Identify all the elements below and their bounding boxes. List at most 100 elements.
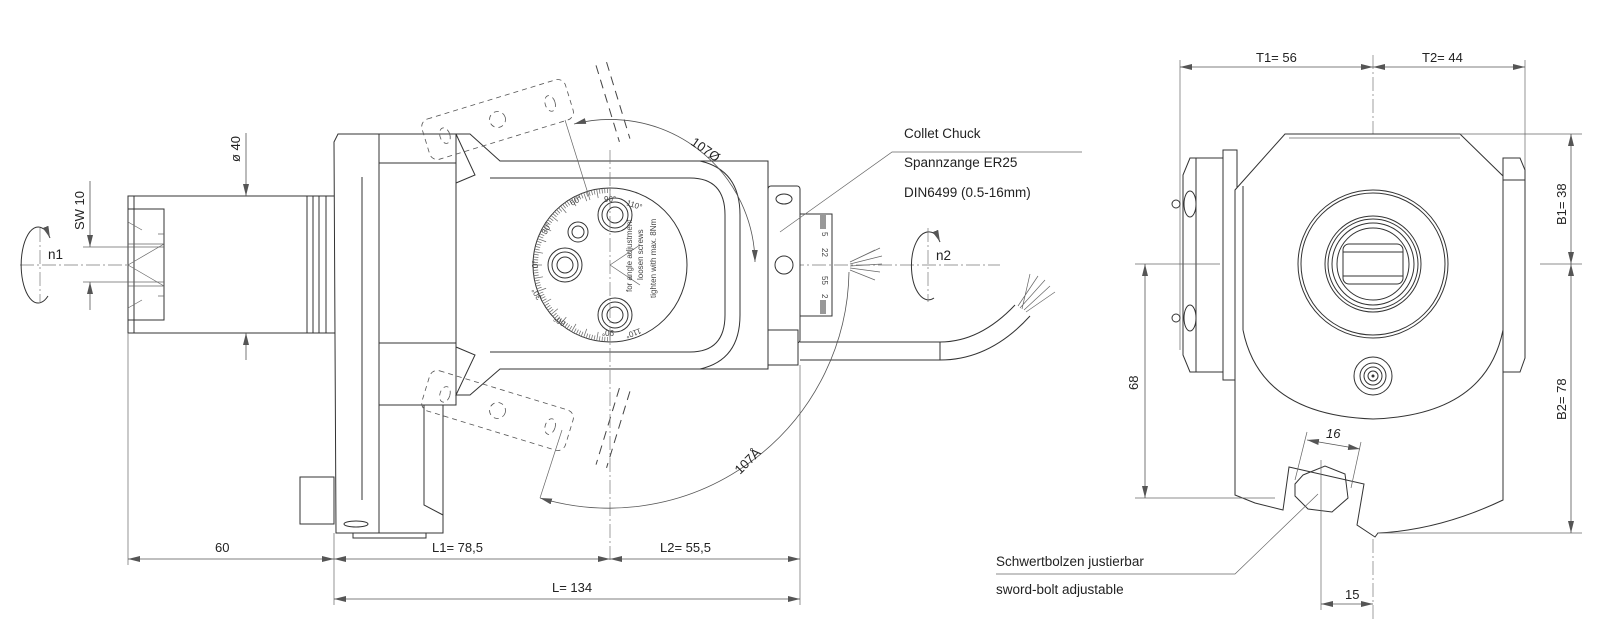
dial-tick	[545, 221, 551, 226]
dial-tick	[564, 323, 568, 328]
dial-tick	[538, 291, 544, 295]
dial-tick	[533, 272, 539, 274]
dial-tick	[552, 312, 557, 317]
dial-tick	[537, 287, 547, 292]
collet-label-din: DIN6499 (0.5-16mm)	[904, 185, 1031, 200]
collet-label-en: Collet Chuck	[904, 126, 981, 141]
dial-tick	[547, 219, 552, 223]
plate-mark: 5	[820, 232, 829, 237]
front-view: T1= 56 T2= 44	[996, 50, 1582, 620]
dial-tick	[585, 333, 589, 339]
dial-tick	[568, 325, 573, 331]
sword-bolt	[1294, 460, 1349, 610]
collet-spindle	[127, 195, 336, 334]
dial-tick	[540, 296, 546, 300]
dial-tick	[596, 331, 599, 341]
dim-b2-label: B2= 78	[1554, 378, 1569, 420]
output-plate: 5 22 55 2	[767, 185, 833, 366]
dial-screw-icon	[597, 297, 633, 333]
rotation-n2-label: n2	[936, 248, 951, 263]
dial-tick	[535, 243, 541, 246]
dim-diameter-label: ø 40	[228, 136, 243, 162]
dim-t1-label: T1= 56	[1256, 50, 1297, 65]
dial-label: 0°	[531, 260, 540, 268]
dial-tick	[534, 279, 540, 282]
dial-tick	[535, 282, 541, 284]
dial-tick	[566, 200, 571, 206]
dial-tick	[535, 284, 541, 287]
dial-tick	[593, 335, 596, 341]
dial-tick	[543, 226, 552, 232]
dial-tick	[539, 293, 545, 297]
collet-leader-line	[779, 151, 1082, 233]
sword-bolt-leader-line	[996, 493, 1319, 575]
dial-tick	[549, 309, 554, 313]
dial-label: 90°	[602, 328, 614, 337]
dim-68-label: 68	[1126, 376, 1141, 390]
dial-tick	[562, 321, 566, 326]
dial-tick	[533, 256, 539, 258]
dial-tick	[543, 298, 552, 304]
angle-lower-label: 107Å	[732, 445, 764, 477]
rotation-n2-icon	[910, 228, 941, 302]
dial-tick	[544, 302, 550, 307]
dial-tick	[545, 304, 551, 309]
angle-upper-label: 107Ø	[688, 134, 723, 165]
rotation-n1-label: n1	[48, 247, 63, 262]
spindle-face	[1297, 189, 1449, 339]
dim-60-label: 60	[215, 540, 229, 555]
dial-tick	[536, 286, 542, 290]
dial-tick	[549, 217, 554, 221]
dial-tick	[591, 334, 593, 340]
dial-tick	[556, 209, 561, 214]
dial-tick	[544, 223, 550, 228]
dim-15-label: 15	[1345, 587, 1359, 602]
dial-tick	[573, 328, 577, 334]
dial-tick	[534, 251, 544, 254]
dim-t2-label: T2= 44	[1422, 50, 1463, 65]
dim-l-label: L= 134	[552, 580, 592, 595]
dial-tick	[547, 307, 552, 311]
dial-tick	[538, 235, 544, 239]
dial-tick	[588, 334, 591, 340]
dial-tick	[601, 336, 603, 342]
dial-instruction: tighten with max. 8Nm	[649, 219, 658, 298]
dial-tick	[539, 233, 545, 237]
length-dimensions	[127, 333, 801, 605]
dial-tick	[554, 314, 559, 319]
dim-16-label: 16	[1326, 426, 1341, 441]
side-view: n1 ø 40 SW 10	[20, 62, 1082, 605]
dial-screw-icon	[547, 247, 583, 283]
plate-mark: 55	[820, 276, 829, 285]
dial-tick	[575, 329, 579, 335]
side-block-right	[1502, 157, 1526, 373]
dial-tick	[540, 230, 546, 234]
cable	[800, 273, 1056, 361]
sword-bolt-label-de: Schwertbolzen justierbar	[996, 554, 1144, 569]
dial-tick	[550, 215, 559, 222]
dim-sw-label: SW 10	[72, 191, 87, 230]
dial-tick	[560, 316, 567, 325]
dial-tick	[534, 276, 544, 279]
dial-tick	[533, 253, 539, 256]
plate-mark: 22	[820, 248, 829, 257]
dim-l1-label: L1= 78,5	[432, 540, 483, 555]
dial-tick	[541, 228, 547, 232]
dial-instruction: loosen screws	[636, 229, 645, 280]
dim-16-line	[1306, 439, 1361, 450]
angle-arc-upper	[573, 118, 758, 263]
dial-tick	[535, 246, 541, 248]
dial-instruction: for angle adjustment	[625, 219, 634, 292]
dim-l2-label: L2= 55,5	[660, 540, 711, 555]
dial-tick	[554, 211, 559, 216]
front-housing	[1234, 133, 1504, 538]
dial-tick	[560, 205, 567, 214]
rotation-n1-icon	[20, 225, 51, 304]
dial-tick	[537, 238, 547, 243]
dial-tick	[562, 204, 566, 209]
dial-tick	[556, 316, 561, 321]
dial-tick	[558, 318, 563, 323]
dial-tick	[558, 207, 563, 212]
